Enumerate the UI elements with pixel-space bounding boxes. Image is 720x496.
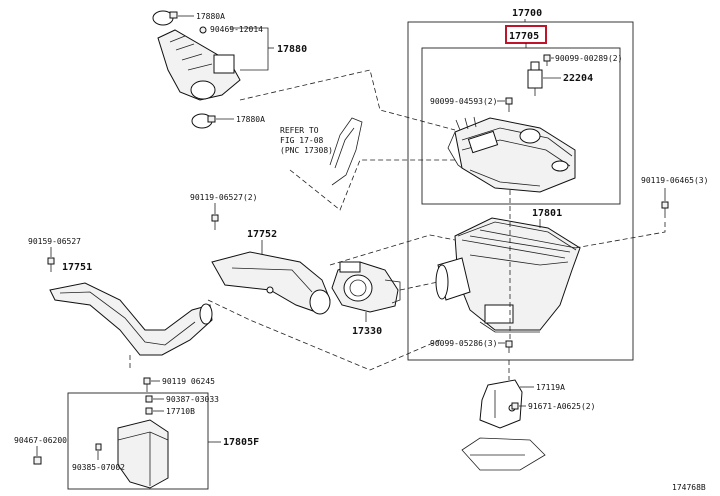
- refer-to-line1: REFER TO: [280, 126, 319, 135]
- mass-air-flow-sensor[interactable]: [527, 61, 543, 96]
- label-17119A[interactable]: 17119A: [536, 383, 565, 392]
- label-90099-05286[interactable]: 90099-05286(3): [430, 339, 497, 348]
- diagram-id: 174768B: [672, 483, 706, 492]
- label-90119-06245[interactable]: 90119 06245: [162, 377, 215, 386]
- label-17710B[interactable]: 17710B: [166, 407, 195, 416]
- label-17752[interactable]: 17752: [247, 229, 277, 240]
- resonator-17805F[interactable]: [117, 419, 169, 489]
- air-cleaner-cap-subbox: [421, 47, 621, 205]
- label-90099-00289[interactable]: 90099-00289(2): [555, 54, 622, 63]
- label-17880[interactable]: 17880: [277, 44, 307, 55]
- label-22204[interactable]: 22204: [563, 73, 593, 84]
- air-duct-17751[interactable]: [49, 282, 213, 356]
- air-cleaner-case[interactable]: [435, 217, 581, 333]
- bolt-90159-06527[interactable]: [47, 257, 55, 272]
- label-90119-06465[interactable]: 90119-06465(3): [641, 176, 708, 185]
- label-17330[interactable]: 17330: [352, 326, 382, 337]
- clip-90469-12014[interactable]: [199, 26, 207, 34]
- bushing-90385-07002[interactable]: [95, 443, 102, 451]
- refer-to-line2: FIG 17-08: [280, 136, 324, 145]
- leader-17880: [230, 27, 269, 71]
- dashline-hose-to-cap: [239, 69, 456, 131]
- bolt-90099-00289[interactable]: [543, 54, 551, 66]
- label-17700[interactable]: 17700: [512, 8, 542, 19]
- label-17805F[interactable]: 17805F: [223, 437, 259, 448]
- dashline-refer: [289, 159, 455, 211]
- label-17880A-top[interactable]: 17880A: [196, 12, 225, 21]
- bolt-90099-04593[interactable]: [505, 97, 513, 112]
- label-90385-07002[interactable]: 90385-07002: [72, 463, 125, 472]
- label-90159-06527[interactable]: 90159-06527: [28, 237, 81, 246]
- bolt-90119-06245[interactable]: [143, 377, 151, 392]
- label-90469-12014[interactable]: 90469-12014: [210, 25, 263, 34]
- clamp-17880A-top[interactable]: [152, 10, 178, 26]
- grommet-17710B[interactable]: [145, 407, 153, 415]
- bolt-90119-06465[interactable]: [661, 201, 669, 218]
- dashline-throttle: [399, 281, 439, 291]
- label-90467-06200[interactable]: 90467-06200: [14, 436, 67, 445]
- air-cleaner-assembly-box: [407, 21, 634, 361]
- label-90119-06527-2[interactable]: 90119-06527(2): [190, 193, 257, 202]
- clamp-17880A-bottom[interactable]: [191, 113, 216, 129]
- resonator-box: [67, 392, 209, 490]
- label-90099-04593[interactable]: 90099-04593(2): [430, 97, 497, 106]
- intake-hose-17880[interactable]: [157, 29, 241, 101]
- air-cleaner-cap[interactable]: [447, 116, 576, 193]
- label-91671-A0625[interactable]: 91671-A0625(2): [528, 402, 595, 411]
- vacuum-hose[interactable]: [329, 117, 363, 186]
- clip-90467-06200[interactable]: [33, 456, 42, 465]
- dashline-upper-case: [329, 234, 456, 266]
- bolt-90119-06527[interactable]: [211, 214, 219, 230]
- label-17801[interactable]: 17801: [532, 208, 562, 219]
- bolt-91671-A0625[interactable]: [511, 402, 519, 410]
- label-17705[interactable]: 17705: [509, 31, 539, 42]
- label-90387-03033[interactable]: 90387-03033: [166, 395, 219, 404]
- bushing-90387-03033[interactable]: [145, 395, 153, 403]
- throttle-body-17330[interactable]: [331, 261, 401, 313]
- body-panel-fragment: [461, 437, 546, 471]
- bracket-17119A[interactable]: [479, 379, 523, 429]
- refer-to-line3: (PNC 17308): [280, 146, 333, 155]
- dashline-90119-06465: [574, 222, 666, 249]
- bolt-90099-05286[interactable]: [505, 340, 513, 353]
- air-duct-17752[interactable]: [211, 251, 331, 315]
- label-17880A-bottom[interactable]: 17880A: [236, 115, 265, 124]
- label-17751[interactable]: 17751: [62, 262, 92, 273]
